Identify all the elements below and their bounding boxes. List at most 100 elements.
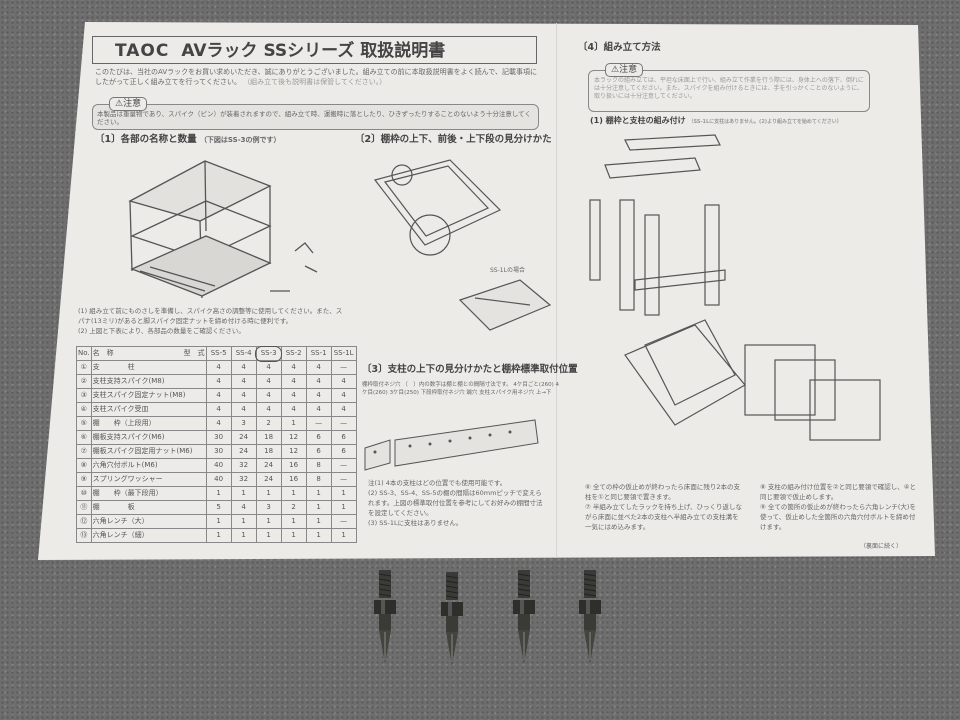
part-quantity: 24	[230, 444, 257, 459]
part-quantity: 16	[280, 458, 307, 473]
part-quantity: 32	[230, 458, 257, 473]
continued-note: （裏面に続く）	[860, 543, 903, 550]
steps-right: ⑧ 支柱の組み付け位置を②と同じ要領で確認し、④と同じ要領で仮止めします。⑨ 全…	[760, 483, 917, 531]
part-quantity: —	[330, 360, 357, 375]
part-no: ①	[76, 360, 92, 375]
part-quantity: 1	[230, 514, 257, 529]
section3-notes: 注(1) 4本の支柱はどの位置でも使用可能です。(2) SS-3、SS-4、SS…	[368, 479, 543, 527]
part-quantity: 4	[280, 402, 307, 417]
part-quantity: 1	[330, 528, 357, 543]
part-quantity: 40	[205, 472, 232, 487]
frame-diagram: SS-1Lの場合	[373, 159, 552, 331]
part-quantity: 4	[230, 374, 257, 389]
part-quantity: 6	[330, 444, 357, 459]
part-quantity: 1	[330, 500, 357, 515]
pillar-diagram	[364, 419, 539, 471]
part-quantity: 18	[255, 430, 282, 445]
steps-left: ⑥ 全ての枠の仮止めが終わったら床面に残り2本の支柱を①と同じ要領で置きます。⑦…	[585, 483, 742, 531]
part-quantity: —	[330, 472, 357, 487]
part-name: 支柱スパイク受皿	[90, 402, 207, 417]
part-name: 支 柱	[90, 360, 207, 375]
part-no: ⑫	[76, 514, 92, 529]
part-quantity: 18	[255, 444, 282, 459]
part-name: 六角レンチ（大）	[90, 514, 207, 529]
part-quantity: 1	[330, 486, 357, 501]
part-name: 支柱スパイク固定ナット(M8)	[90, 388, 207, 403]
part-no: ⑬	[76, 528, 92, 543]
part-quantity: 4	[255, 402, 282, 417]
part-quantity: 4	[280, 388, 307, 403]
brand-logo: TAOC	[115, 41, 170, 61]
section2-heading: 〔2〕棚枠の上下、前後・上下段の見分けかた	[355, 134, 552, 145]
rack-diagram	[128, 160, 318, 299]
part-quantity: 4	[280, 374, 307, 389]
part-quantity: 4	[205, 416, 232, 431]
circled-model: SS-3	[255, 345, 283, 362]
part-quantity: 4	[230, 500, 257, 515]
part-quantity: —	[330, 514, 357, 529]
part-no: ⑩	[76, 486, 92, 501]
part-quantity: 1	[280, 514, 307, 529]
part-quantity: 24	[255, 458, 282, 473]
part-quantity: 40	[205, 458, 232, 473]
part-quantity: 4	[255, 360, 282, 375]
part-no: ⑨	[76, 472, 92, 487]
part-no: ⑤	[76, 416, 92, 431]
part-name: スプリングワッシャー	[90, 472, 207, 487]
part-name: 支柱支持スパイク(M8)	[90, 374, 207, 389]
part-quantity: 1	[280, 528, 307, 543]
part-quantity: —	[330, 416, 357, 431]
part-name: 棚板スパイク固定用ナット(M6)	[90, 444, 207, 459]
caution-box: ⚠注意 本製品は重量物であり、スパイク（ピン）が装着されますので、組み立て時、運…	[92, 97, 539, 130]
part-quantity: 4	[205, 374, 232, 389]
part-quantity: 4	[205, 388, 232, 403]
section4-sub1: (1) 棚枠と支柱の組み付け （SS-1Lに支柱はありません。(2)より組み立て…	[590, 116, 842, 125]
part-quantity: 1	[305, 514, 332, 529]
assembly-diagrams	[589, 134, 881, 441]
part-quantity: 24	[255, 472, 282, 487]
caution-label: ⚠注意	[109, 97, 148, 111]
part-no: ⑧	[76, 458, 92, 473]
part-quantity: 4	[230, 360, 257, 375]
part-quantity: 1	[205, 486, 232, 501]
part-quantity: 1	[305, 486, 332, 501]
part-no: ⑦	[76, 444, 92, 459]
section4-heading: 〔4〕組み立て方法	[578, 42, 661, 53]
part-quantity: 1	[255, 514, 282, 529]
part-quantity: 1	[255, 528, 282, 543]
part-quantity: 4	[330, 388, 357, 403]
part-quantity: 4	[255, 374, 282, 389]
part-quantity: 4	[205, 402, 232, 417]
spike-2	[440, 572, 464, 667]
part-quantity: 4	[305, 360, 332, 375]
section1-heading: 〔1〕各部の名称と数量 （下図はSS-3の例です）	[95, 134, 281, 145]
part-quantity: 1	[205, 514, 232, 529]
part-quantity: 1	[205, 528, 232, 543]
part-quantity: 1	[305, 500, 332, 515]
section3-heading: 〔3〕支柱の上下の見分けかたと棚枠標準取付位置	[362, 364, 578, 375]
paper-fold-line	[556, 23, 557, 558]
part-name: 棚 枠（上段用）	[90, 416, 207, 431]
part-quantity: 1	[230, 528, 257, 543]
pillar-labels: 棚枠取付ネジ穴 （ ）内の数字は棚と棚との間隔寸法です。 4ケ目ごと(260) …	[362, 382, 559, 396]
part-quantity: 6	[305, 444, 332, 459]
part-name: 六角レンチ（細）	[90, 528, 207, 543]
part-quantity: 12	[280, 430, 307, 445]
part-quantity: 1	[280, 486, 307, 501]
intro-text: このたびは、当社のAVラックをお買い求めいただき、誠にありがとうございました。組…	[95, 68, 538, 86]
part-no: ③	[76, 388, 92, 403]
section4-caution-box: ⚠注意 本ラックの組み立ては、平坦な床面上で行い、組み立て作業を行う際には、身体…	[588, 63, 870, 112]
part-quantity: 6	[305, 430, 332, 445]
parts-table: No. 名 称 型 式 SS-5 SS-4 SS-3 SS-2 SS-1 SS-…	[76, 345, 357, 543]
part-quantity: 4	[305, 374, 332, 389]
